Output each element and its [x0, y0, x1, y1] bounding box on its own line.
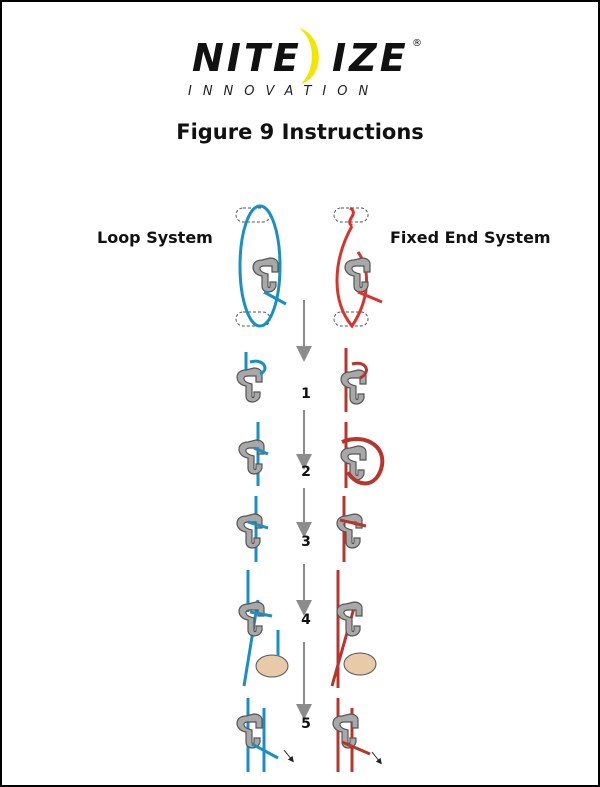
step-number: 2: [301, 464, 311, 480]
page-title: Figure 9 Instructions: [176, 120, 424, 144]
brand-logo: NITE IZE ® INNOVATION: [2, 24, 598, 104]
fixed-end-system-label: Fixed End System: [390, 228, 551, 247]
fixed-step-3-diagram: [336, 496, 367, 562]
registered-mark: ®: [412, 38, 422, 49]
crescent-moon-icon: [299, 28, 319, 84]
loop-step-3-diagram: [236, 496, 269, 562]
loop-step-4-diagram: [238, 570, 289, 687]
loop-step-1-diagram: [236, 352, 267, 403]
logo-text-ize: IZE: [332, 36, 409, 80]
fixed-step-4-diagram: [330, 570, 377, 688]
logo-text-nite: NITE: [192, 36, 302, 80]
loop-system-label: Loop System: [97, 228, 213, 247]
loop-step-2-diagram: [238, 422, 269, 486]
loop-system-setup-diagram: [235, 204, 287, 328]
fixed-end-setup-diagram: [333, 206, 383, 329]
step-number: 1: [301, 386, 311, 402]
loop-step-5-diagram: [236, 698, 294, 772]
step-number: 4: [301, 612, 311, 628]
fixed-step-2-diagram: [340, 422, 385, 488]
logo-tagline: INNOVATION: [188, 84, 380, 99]
fixed-step-1-diagram: [340, 348, 368, 412]
step-number: 5: [301, 716, 311, 732]
step-number: 3: [301, 534, 311, 550]
fixed-step-5-diagram: [332, 698, 382, 772]
